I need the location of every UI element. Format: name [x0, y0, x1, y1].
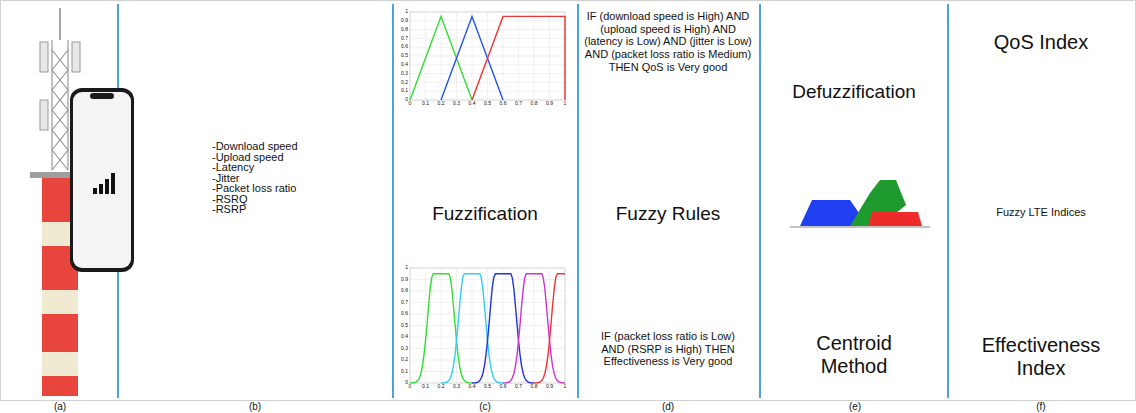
axis-tick: 1 [564, 384, 567, 390]
grid-line [534, 12, 535, 100]
axis-tick: 0 [405, 380, 408, 386]
fuzzy-rule: IF (packet loss ratio is Low) AND (RSRP … [593, 330, 743, 368]
grid-line [565, 268, 566, 383]
axis-tick: 0.5 [401, 323, 408, 329]
membership-curve [503, 274, 565, 383]
axis-tick: 0.6 [500, 101, 507, 107]
axis-tick: 0.2 [438, 101, 445, 107]
stage-title: Fuzzification [432, 203, 538, 225]
axis-tick: 0.3 [453, 384, 460, 390]
grid-line [410, 314, 565, 315]
column-dividers [118, 4, 948, 398]
axis-tick: 0.1 [401, 88, 408, 94]
axis-tick: 0.8 [531, 101, 538, 107]
membership-curve [410, 274, 472, 383]
bell-chart-plot [410, 268, 565, 383]
grid-line [410, 325, 565, 326]
axis-tick: 0.7 [515, 101, 522, 107]
index-title: QoS Index [986, 31, 1096, 54]
panel-letter: (a) [54, 401, 66, 413]
fuzzy-rule: IF (download speed is High) AND (upload … [582, 10, 754, 73]
axis-tick: 0.5 [484, 101, 491, 107]
axis-tick: 0.7 [515, 384, 522, 390]
membership-curve [472, 16, 565, 100]
grid-line [549, 268, 550, 383]
membership-curve [472, 274, 534, 383]
membership-charts [410, 12, 565, 383]
axis-tick: 0 [405, 97, 408, 103]
panel-letter: (d) [662, 401, 674, 413]
axis-tick: 0.9 [401, 277, 408, 283]
triangular-chart-plot [410, 12, 565, 100]
membership-curve [441, 16, 503, 100]
axis-tick: 1 [564, 101, 567, 107]
axis-tick: 0.6 [500, 384, 507, 390]
axis-tick: 1 [405, 265, 408, 271]
grid-line [503, 12, 504, 100]
axis-tick: 0.2 [401, 80, 408, 86]
axis-tick: 0.4 [401, 334, 408, 340]
axis-tick: 0.7 [401, 36, 408, 42]
axis-tick: 0.3 [453, 101, 460, 107]
axis-tick: 0.8 [401, 288, 408, 294]
parameter-item: -RSRP [212, 203, 246, 216]
grid-line [518, 268, 519, 383]
grid-line [410, 47, 565, 48]
smartphone [70, 88, 134, 272]
axis-tick: 0.9 [401, 18, 408, 24]
axis-tick: 0.9 [546, 384, 553, 390]
stage-title: Fuzzy Rules [608, 203, 728, 225]
axis-tick: 0.4 [469, 384, 476, 390]
axis-tick: 0.1 [401, 369, 408, 375]
axis-tick: 0.3 [401, 71, 408, 77]
axis-tick: 1 [405, 9, 408, 15]
axis-tick: 0.3 [401, 346, 408, 352]
membership-curve [441, 274, 503, 383]
index-note: Fuzzy LTE Indices [996, 206, 1086, 219]
defuzzification-shapes [790, 180, 930, 227]
panel-letter: (c) [479, 401, 491, 413]
figure-frame [1, 1, 1136, 401]
axis-tick: 0.7 [401, 300, 408, 306]
axis-tick: 0.9 [546, 101, 553, 107]
axis-tick: 0.6 [401, 311, 408, 317]
axis-tick: 0.2 [401, 357, 408, 363]
axis-tick: 0.8 [531, 384, 538, 390]
axis-tick: 0.4 [469, 101, 476, 107]
axis-tick: 0.5 [401, 53, 408, 59]
index-title: Effectiveness Index [966, 334, 1116, 380]
grid-line [410, 268, 565, 269]
grid-line [518, 12, 519, 100]
grid-line [410, 291, 565, 292]
grid-line [503, 268, 504, 383]
grid-line [410, 279, 565, 280]
axis-tick: 0 [409, 384, 412, 390]
axis-tick: 0 [409, 101, 412, 107]
grid-line [534, 268, 535, 383]
axis-tick: 0.1 [422, 384, 429, 390]
grid-line [410, 12, 565, 13]
panel-letter: (b) [249, 401, 261, 413]
axis-tick: 0.1 [422, 101, 429, 107]
grid-line [410, 302, 565, 303]
stage-title: Centroid Method [794, 332, 914, 378]
membership-curve [410, 16, 472, 100]
grid-line [549, 12, 550, 100]
membership-curve [534, 274, 565, 383]
axis-tick: 0.6 [401, 44, 408, 50]
panel-letter: (e) [849, 401, 861, 413]
axis-tick: 0.8 [401, 27, 408, 33]
axis-tick: 0.5 [484, 384, 491, 390]
axis-tick: 0.2 [438, 384, 445, 390]
axis-tick: 0.4 [401, 62, 408, 68]
panel-letter: (f) [1036, 401, 1045, 413]
stage-title: Defuzzification [792, 81, 916, 103]
grid-line [410, 20, 565, 21]
grid-line [410, 29, 565, 30]
